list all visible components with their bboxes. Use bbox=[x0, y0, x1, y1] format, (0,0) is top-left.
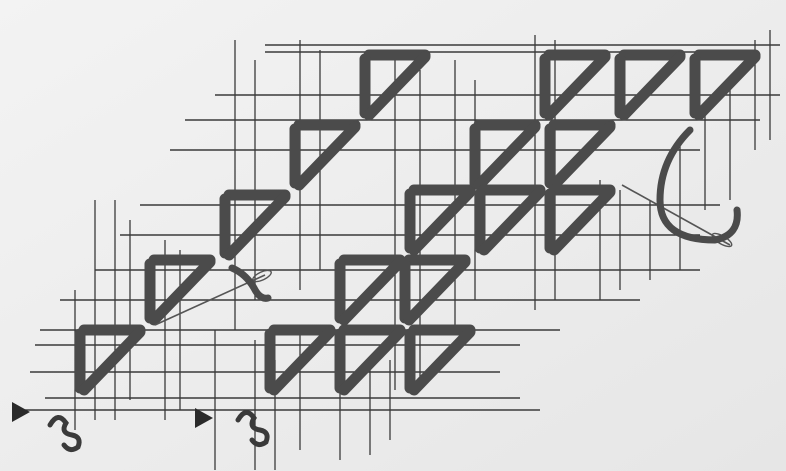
stitch-diagram-figure bbox=[0, 0, 786, 471]
stitch-diagram-canvas bbox=[0, 0, 786, 471]
